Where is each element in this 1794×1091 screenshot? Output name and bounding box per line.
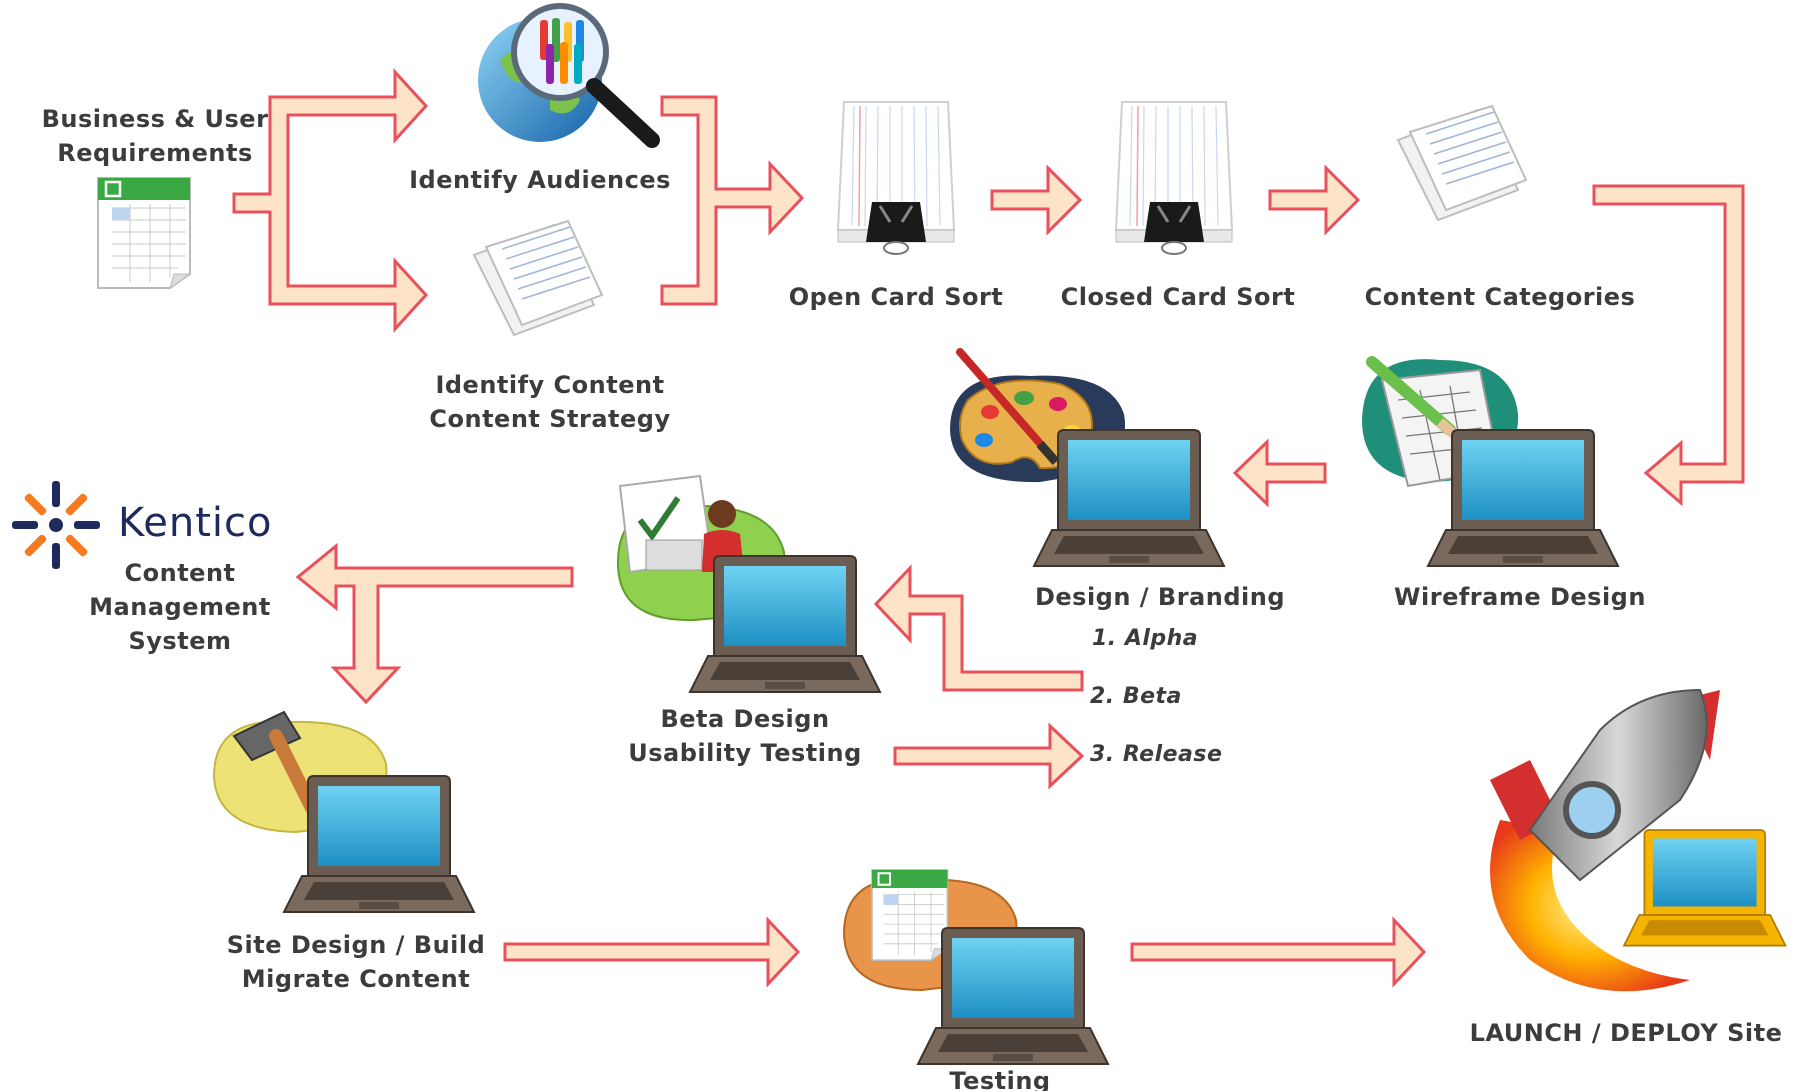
arrow-testing-to-launch [1130, 916, 1427, 988]
label-site-build: Site Design / Build Migrate Content [216, 928, 496, 996]
arrow-requirements-fork [232, 68, 429, 333]
label-cms: Content Management System [70, 556, 290, 658]
label-release: 3. Release [1090, 742, 1223, 767]
label-design-branding: Design / Branding [1020, 580, 1300, 614]
label-requirements-line2: Requirements [57, 139, 253, 167]
label-open-card-sort: Open Card Sort [776, 280, 1016, 314]
label-cms-line3: System [128, 627, 232, 655]
laptop-hammer-icon [212, 710, 475, 913]
label-closed-card-sort-text: Closed Card Sort [1060, 283, 1296, 311]
label-testing: Testing [900, 1064, 1100, 1091]
label-identify-content-line2: Content Strategy [429, 405, 671, 433]
kentico-wordmark: Kentico [118, 500, 273, 546]
label-requirements: Business & User Requirements [40, 102, 270, 170]
index-cards-icon [1114, 100, 1234, 256]
label-open-card-sort-text: Open Card Sort [788, 283, 1004, 311]
label-identify-content-line1: Identify Content [435, 371, 665, 399]
label-launch: LAUNCH / DEPLOY Site [1466, 1016, 1786, 1050]
label-beta-design-line2: Usability Testing [628, 739, 862, 767]
label-alpha: 1. Alpha [1092, 626, 1199, 651]
label-site-build-line2: Migrate Content [241, 965, 471, 993]
globe-magnifier-icon [478, 3, 660, 148]
arrow-closed-to-categories [1268, 164, 1361, 236]
laptop-user-icon [616, 474, 881, 693]
label-site-build-line1: Site Design / Build [226, 931, 486, 959]
arrow-build-to-testing [503, 916, 801, 988]
label-identify-audiences-text: Identify Audiences [409, 166, 671, 194]
documents-icon [1397, 105, 1527, 221]
rocket-laptop-icon [1490, 688, 1787, 992]
arrow-beta-to-cms [295, 542, 574, 705]
label-cms-line2: Management [89, 593, 271, 621]
label-wireframe-design-text: Wireframe Design [1394, 583, 1646, 611]
arrow-open-to-closed [990, 164, 1083, 236]
spreadsheet-icon [96, 176, 192, 290]
kentico-logo-icon [12, 481, 100, 569]
documents-icon [473, 220, 603, 336]
label-content-categories: Content Categories [1350, 280, 1650, 314]
label-beta-design-line1: Beta Design [660, 705, 830, 733]
label-testing-text: Testing [949, 1067, 1051, 1091]
laptop-spreadsheet-icon [842, 868, 1109, 1065]
label-cms-line1: Content [124, 559, 236, 587]
arrow-categories-to-wireframe [1592, 184, 1745, 507]
arrow-wireframe-to-design [1232, 438, 1327, 508]
label-launch-text: LAUNCH / DEPLOY Site [1469, 1019, 1783, 1047]
laptop-wireframe-icon [1362, 356, 1619, 567]
index-cards-icon [836, 100, 956, 256]
label-identify-content: Identify Content Content Strategy [410, 368, 690, 436]
arrow-beta-loop [873, 564, 1084, 692]
label-requirements-line1: Business & User [41, 105, 269, 133]
label-beta-design: Beta Design Usability Testing [610, 702, 880, 770]
arrow-merge-bracket [660, 95, 805, 306]
arrow-beta-to-release [893, 722, 1085, 790]
laptop-palette-icon [950, 348, 1225, 567]
label-design-branding-text: Design / Branding [1034, 583, 1286, 611]
label-content-categories-text: Content Categories [1364, 283, 1636, 311]
label-closed-card-sort: Closed Card Sort [1048, 280, 1308, 314]
label-identify-audiences: Identify Audiences [400, 163, 680, 197]
label-wireframe-design: Wireframe Design [1370, 580, 1670, 614]
label-beta: 2. Beta [1090, 684, 1182, 709]
